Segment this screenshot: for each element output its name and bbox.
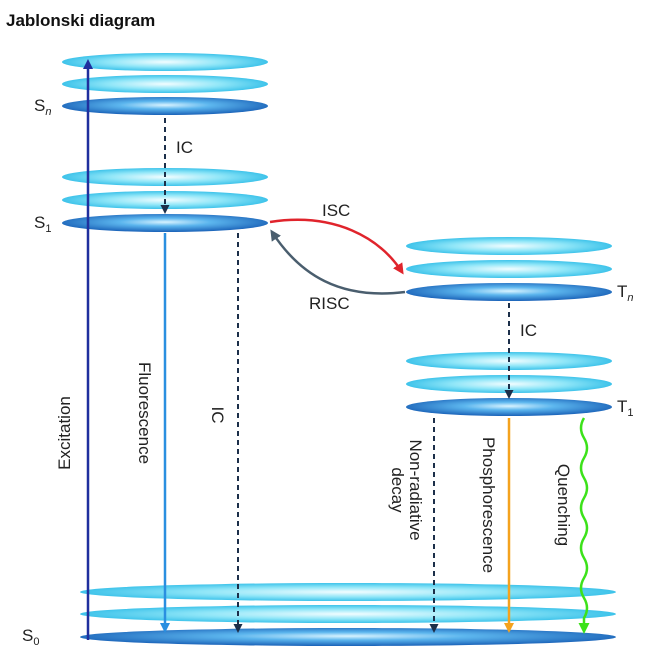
phosphorescence-label: Phosphorescence [479, 437, 498, 573]
ic-tn-t1-label: IC [520, 321, 537, 340]
nonradiative-label-line1: Non-radiative [406, 439, 425, 540]
excitation-label: Excitation [55, 396, 74, 470]
t1-level [406, 398, 612, 416]
tn-level [406, 283, 612, 301]
ic-s1-s0-label: IC [208, 407, 227, 424]
s0-vibrational-level [80, 583, 616, 601]
sn-vibrational-level [62, 75, 268, 93]
label-tn: Tn [617, 282, 634, 304]
tn-vibrational-level [406, 237, 612, 255]
label-t1: T1 [617, 397, 634, 419]
diagram-title: Jablonski diagram [6, 11, 155, 30]
tn-stack [406, 237, 612, 301]
s0-stack [80, 583, 616, 646]
ic-sn-s1-label: IC [176, 138, 193, 157]
quenching-arrow [578, 417, 590, 634]
quenching-label: Quenching [554, 464, 573, 546]
s0-level [80, 628, 616, 646]
label-s0: S0 [22, 626, 39, 648]
sn-level [62, 97, 268, 115]
s1-level [62, 214, 268, 232]
label-sn: Sn [34, 96, 51, 118]
risc-label: RISC [309, 294, 350, 313]
isc-arrow [269, 218, 404, 275]
isc-label: ISC [322, 201, 350, 220]
risc-arrow [270, 229, 406, 295]
fluorescence-label: Fluorescence [135, 362, 154, 464]
sn-vibrational-level [62, 53, 268, 71]
label-s1: S1 [34, 213, 51, 235]
tn-vibrational-level [406, 260, 612, 278]
sn-stack [62, 53, 268, 115]
s0-vibrational-level [80, 605, 616, 623]
nonradiative-label-line2: decay [388, 467, 407, 513]
